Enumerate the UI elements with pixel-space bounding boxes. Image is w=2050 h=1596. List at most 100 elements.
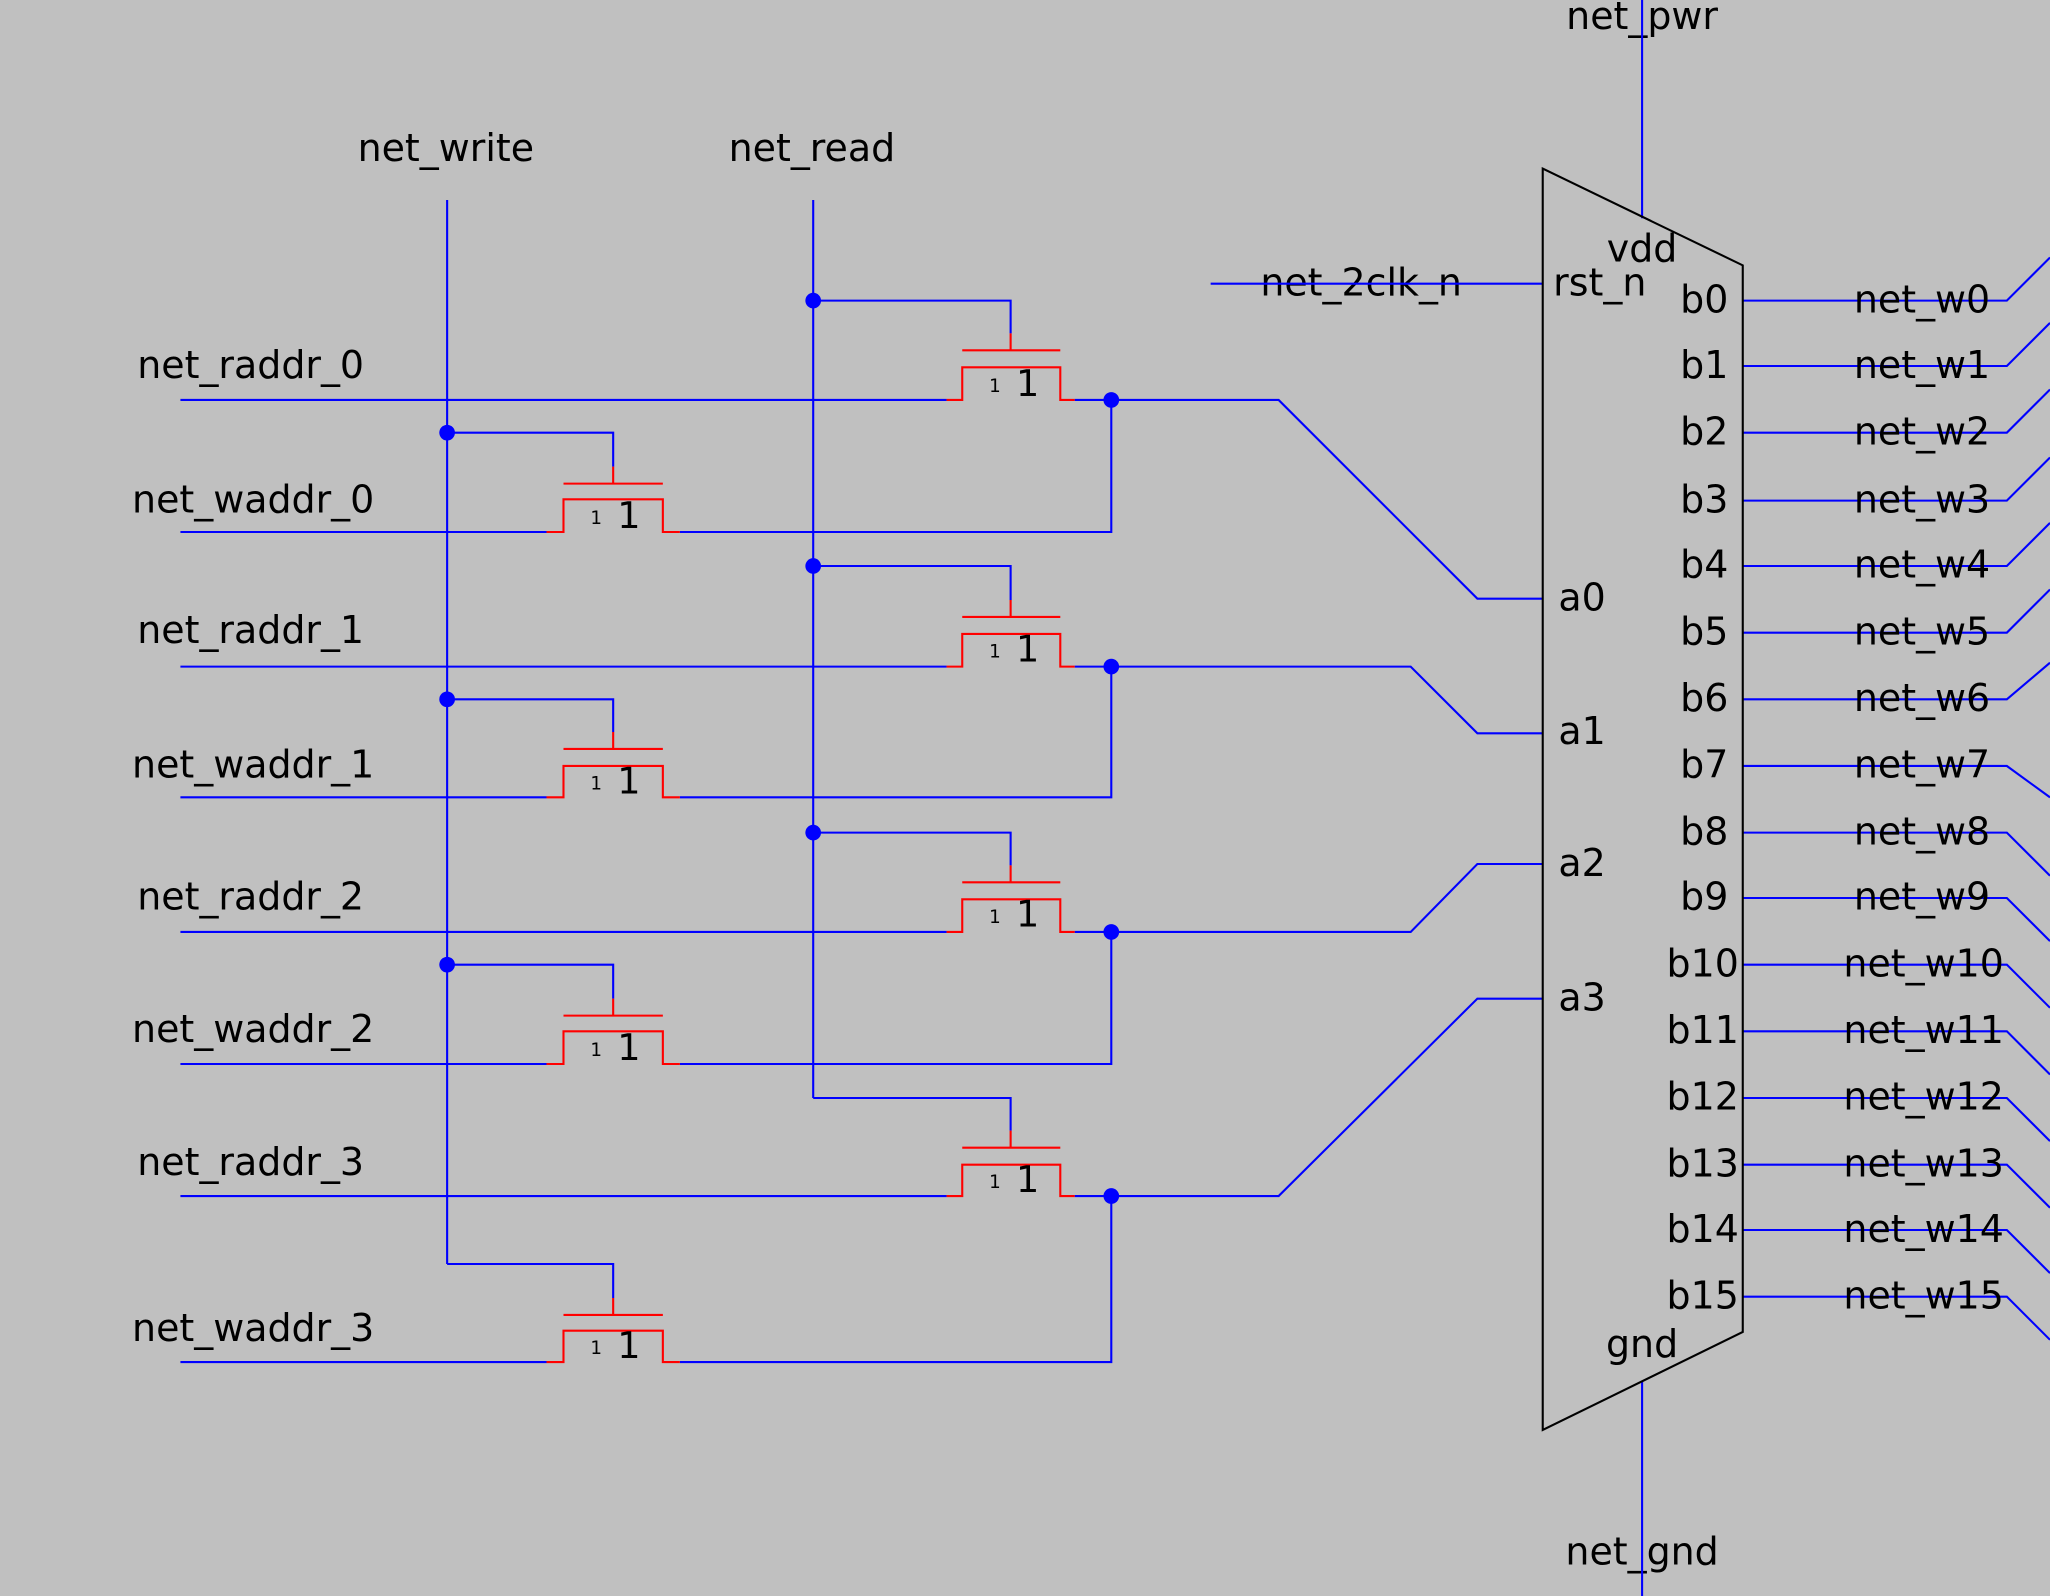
b-output-wire — [1742, 456, 2050, 502]
transistor-label: 1 — [1016, 362, 1039, 405]
net-label: net_w10 — [1843, 941, 2003, 985]
transistor-label: 1 — [1016, 1158, 1039, 1201]
transistor-small-label: 1 — [590, 1040, 602, 1061]
pin-b: b15 — [1667, 1273, 1739, 1317]
a0-wire — [1111, 398, 1543, 600]
pin-rst-n: rst_n — [1553, 260, 1646, 304]
decoder-block: vdd rst_n gnd a0 a1 a2 a3 b0 b1 b2 b3 b4… — [1541, 166, 1744, 1432]
transistor-small-label: 1 — [989, 907, 1001, 928]
b-output-wire — [1742, 896, 2050, 942]
pin-b: b4 — [1680, 543, 1728, 587]
net-label: net_w14 — [1843, 1207, 2003, 1251]
a1-wire — [1111, 665, 1543, 735]
pin-b: b0 — [1680, 277, 1728, 321]
net-read-label: net_read — [729, 126, 896, 170]
pin-b: b12 — [1667, 1075, 1739, 1119]
decoder-outline — [1541, 166, 1744, 1432]
net-label: net_w12 — [1843, 1075, 2003, 1119]
net-label: net_waddr_0 — [132, 477, 374, 521]
wires — [180, 0, 2050, 1596]
write-gate-wire — [447, 431, 615, 467]
b-output-wire — [1742, 831, 2050, 877]
a2-wire — [1111, 862, 1543, 934]
junction-dot — [805, 558, 822, 574]
write-transistor: 1 1 — [546, 998, 680, 1069]
pin-a1: a1 — [1558, 709, 1605, 753]
address-labels: net_raddr_0 net_waddr_0 net_raddr_1 net_… — [132, 343, 374, 1350]
read-transistor: 1 1 — [946, 865, 1075, 936]
write-gate-wire — [447, 1262, 615, 1298]
b-output-wire — [1742, 522, 2050, 568]
pin-b: b10 — [1667, 941, 1739, 985]
transistor-small-label: 1 — [590, 508, 602, 529]
junction-dot — [1103, 924, 1120, 940]
junction-dot — [1103, 658, 1120, 675]
net-label: net_w7 — [1854, 743, 1990, 787]
pin-b: b14 — [1667, 1207, 1739, 1251]
net-label: net_w5 — [1854, 609, 1990, 653]
transistor-label: 1 — [1016, 627, 1039, 670]
pin-a3: a3 — [1558, 975, 1605, 1019]
write-transistor: 1 1 — [546, 1297, 680, 1367]
a3-wire — [1111, 997, 1543, 1198]
junction-dot — [805, 292, 822, 309]
read-transistor: 1 1 — [946, 333, 1075, 405]
write-gate-wire — [447, 963, 615, 999]
junction-dot — [1103, 392, 1120, 408]
net-write-label: net_write — [358, 126, 534, 170]
transistor-label: 1 — [617, 759, 640, 802]
pin-vdd: vdd — [1607, 226, 1678, 270]
net-label: net_raddr_0 — [137, 343, 364, 387]
b-output-wire — [1742, 963, 2050, 1009]
net-label: net_raddr_1 — [137, 608, 364, 652]
transistor-small-label: 1 — [989, 641, 1001, 662]
pin-b: b9 — [1680, 875, 1728, 919]
mux-output-wire — [679, 930, 1113, 1066]
net-label: net_w15 — [1843, 1273, 2003, 1317]
transistor-label: 1 — [617, 1026, 640, 1069]
net-label: net_w9 — [1854, 875, 1990, 919]
b-output-wire — [1742, 1163, 2050, 1209]
b-output-wire — [1742, 256, 2050, 302]
mux-output-wire — [679, 1194, 1113, 1364]
pin-b: b5 — [1680, 609, 1728, 653]
b-output-wire — [1742, 322, 2050, 368]
b-output-wire — [1742, 764, 2050, 799]
net-clk-label: net_2clk_n — [1260, 260, 1462, 304]
output-net-labels: net_w0 net_w1 net_w2 net_w3 net_w4 net_w… — [1843, 277, 2003, 1317]
b-output-wire — [1742, 661, 2050, 701]
read-transistor: 1 1 — [946, 599, 1075, 670]
net-label: net_w1 — [1854, 343, 1990, 387]
pin-gnd: gnd — [1606, 1322, 1678, 1366]
net-label: net_waddr_3 — [132, 1306, 374, 1350]
write-transistor: 1 1 — [546, 731, 680, 802]
read-gate-wire — [813, 831, 1012, 866]
transistor-small-label: 1 — [989, 376, 1001, 397]
pin-b: b3 — [1680, 477, 1728, 521]
net-label: net_raddr_3 — [137, 1140, 364, 1184]
mux-output-wire — [679, 665, 1113, 799]
junction-dot — [439, 424, 455, 441]
b-output-wire — [1742, 588, 2050, 634]
junction-dot — [1103, 1188, 1120, 1204]
junction-dot — [439, 691, 455, 708]
net-label: net_raddr_2 — [137, 875, 364, 919]
transistor-label: 1 — [617, 494, 640, 537]
read-gate-wire — [813, 564, 1012, 600]
pin-b: b2 — [1680, 409, 1728, 453]
read-gate-wire — [813, 1096, 1012, 1131]
net-label: net_w6 — [1854, 676, 1990, 720]
pin-a2: a2 — [1558, 841, 1605, 885]
transistor-label: 1 — [1016, 893, 1039, 936]
transistor-label: 1 — [617, 1324, 640, 1367]
junction-dot — [805, 824, 822, 841]
pin-b: b8 — [1680, 809, 1728, 853]
b-output-wire — [1742, 388, 2050, 434]
read-transistor: 1 1 — [946, 1130, 1075, 1201]
junction-dot — [439, 956, 455, 973]
b-output-wire — [1742, 1030, 2050, 1076]
write-gate-wire — [447, 698, 615, 732]
transistor-small-label: 1 — [989, 1172, 1001, 1193]
mux-output-wire — [679, 398, 1113, 534]
